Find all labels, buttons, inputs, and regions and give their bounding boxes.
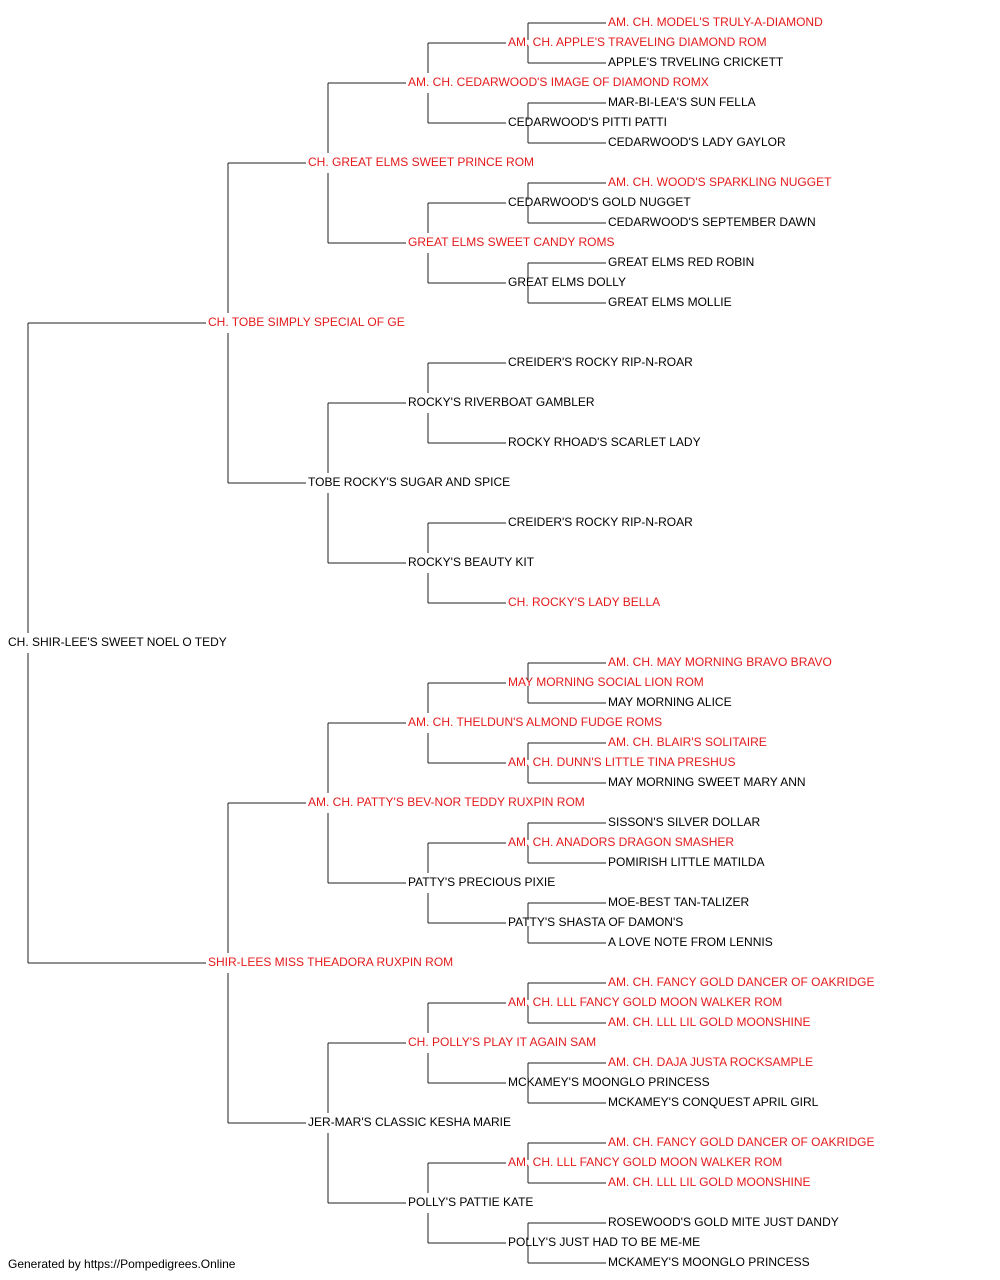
pedigree-name: AM. CH. WOOD'S SPARKLING NUGGET <box>608 175 832 189</box>
pedigree-name: GREAT ELMS SWEET CANDY ROMS <box>408 235 614 249</box>
pedigree-name: AM. CH. DUNN'S LITTLE TINA PRESHUS <box>508 755 735 769</box>
pedigree-name: MAY MORNING ALICE <box>608 695 732 709</box>
pedigree-name: MAY MORNING SWEET MARY ANN <box>608 775 806 789</box>
pedigree-name: MOE-BEST TAN-TALIZER <box>608 895 749 909</box>
pedigree-name: MCKAMEY'S MOONGLO PRINCESS <box>508 1075 710 1089</box>
pedigree-name: CREIDER'S ROCKY RIP-N-ROAR <box>508 355 693 369</box>
pedigree-name: POLLY'S PATTIE KATE <box>408 1195 533 1209</box>
pedigree-name: CH. SHIR-LEE'S SWEET NOEL O TEDY <box>8 635 227 649</box>
pedigree-name: SHIR-LEES MISS THEADORA RUXPIN ROM <box>208 955 453 969</box>
pedigree-name: ROCKY'S BEAUTY KIT <box>408 555 535 569</box>
pedigree-name: AM. CH. LLL LIL GOLD MOONSHINE <box>608 1015 811 1029</box>
pedigree-name: AM. CH. APPLE'S TRAVELING DIAMOND ROM <box>508 35 767 49</box>
pedigree-name: MCKAMEY'S MOONGLO PRINCESS <box>608 1255 810 1269</box>
pedigree-name: CEDARWOOD'S SEPTEMBER DAWN <box>608 215 816 229</box>
pedigree-name: CEDARWOOD'S GOLD NUGGET <box>508 195 691 209</box>
pedigree-name: PATTY'S PRECIOUS PIXIE <box>408 875 555 889</box>
pedigree-name: ROCKY RHOAD'S SCARLET LADY <box>508 435 701 449</box>
pedigree-name: CREIDER'S ROCKY RIP-N-ROAR <box>508 515 693 529</box>
pedigree-name: GREAT ELMS DOLLY <box>508 275 626 289</box>
pedigree-name: AM. CH. MODEL'S TRULY-A-DIAMOND <box>608 15 823 29</box>
pedigree-name: GREAT ELMS RED ROBIN <box>608 255 754 269</box>
pedigree-name: AM. CH. MAY MORNING BRAVO BRAVO <box>608 655 832 669</box>
pedigree-name: ROCKY'S RIVERBOAT GAMBLER <box>408 395 595 409</box>
pedigree-name: AM. CH. PATTY'S BEV-NOR TEDDY RUXPIN ROM <box>308 795 585 809</box>
pedigree-name: CH. ROCKY'S LADY BELLA <box>508 595 660 609</box>
pedigree-name: GREAT ELMS MOLLIE <box>608 295 732 309</box>
pedigree-name: AM. CH. DAJA JUSTA ROCKSAMPLE <box>608 1055 813 1069</box>
pedigree-name: CEDARWOOD'S LADY GAYLOR <box>608 135 786 149</box>
pedigree-name: POMIRISH LITTLE MATILDA <box>608 855 764 869</box>
pedigree-name: JER-MAR'S CLASSIC KESHA MARIE <box>308 1115 511 1129</box>
pedigree-name: SISSON'S SILVER DOLLAR <box>608 815 760 829</box>
pedigree-name: CH. GREAT ELMS SWEET PRINCE ROM <box>308 155 534 169</box>
pedigree-name: AM. CH. FANCY GOLD DANCER OF OAKRIDGE <box>608 1135 874 1149</box>
pedigree-name: POLLY'S JUST HAD TO BE ME-ME <box>508 1235 700 1249</box>
generated-by-footer: Generated by https://Pompedigrees.Online <box>8 1257 236 1271</box>
pedigree-name: A LOVE NOTE FROM LENNIS <box>608 935 773 949</box>
pedigree-name: AM. CH. LLL FANCY GOLD MOON WALKER ROM <box>508 995 782 1009</box>
pedigree-name: MAR-BI-LEA'S SUN FELLA <box>608 95 756 109</box>
pedigree-name: APPLE'S TRVELING CRICKETT <box>608 55 784 69</box>
pedigree-name: AM. CH. LLL LIL GOLD MOONSHINE <box>608 1175 811 1189</box>
pedigree-name: CH. POLLY'S PLAY IT AGAIN SAM <box>408 1035 596 1049</box>
pedigree-name: AM. CH. CEDARWOOD'S IMAGE OF DIAMOND ROM… <box>408 75 709 89</box>
pedigree-name: TOBE ROCKY'S SUGAR AND SPICE <box>308 475 510 489</box>
pedigree-name: CH. TOBE SIMPLY SPECIAL OF GE <box>208 315 405 329</box>
pedigree-name: MCKAMEY'S CONQUEST APRIL GIRL <box>608 1095 819 1109</box>
pedigree-name: AM. CH. ANADORS DRAGON SMASHER <box>508 835 734 849</box>
pedigree-name: MAY MORNING SOCIAL LION ROM <box>508 675 704 689</box>
pedigree-name: ROSEWOOD'S GOLD MITE JUST DANDY <box>608 1215 839 1229</box>
pedigree-name: AM. CH. FANCY GOLD DANCER OF OAKRIDGE <box>608 975 874 989</box>
pedigree-name: CEDARWOOD'S PITTI PATTI <box>508 115 667 129</box>
pedigree-name: AM. CH. LLL FANCY GOLD MOON WALKER ROM <box>508 1155 782 1169</box>
pedigree-name: PATTY'S SHASTA OF DAMON'S <box>508 915 683 929</box>
pedigree-name: AM. CH. THELDUN'S ALMOND FUDGE ROMS <box>408 715 662 729</box>
pedigree-name: AM. CH. BLAIR'S SOLITAIRE <box>608 735 767 749</box>
